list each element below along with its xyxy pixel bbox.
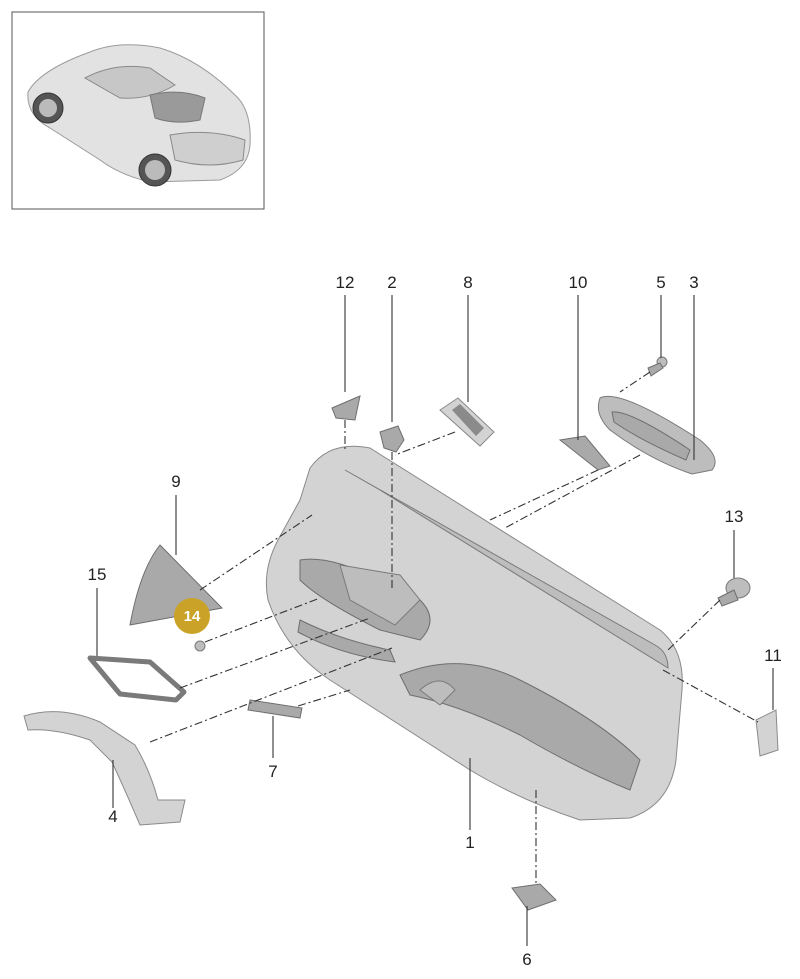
part-10-cover xyxy=(558,435,611,471)
callout-10: 10 xyxy=(569,273,588,292)
part-11-cap xyxy=(755,709,779,757)
part-4-grab-handle xyxy=(23,711,186,826)
callout-13: 13 xyxy=(725,507,744,526)
callout-15: 15 xyxy=(88,565,107,584)
callout-1: 1 xyxy=(465,833,474,852)
car-image xyxy=(27,44,251,187)
callouts: 12 2 8 10 5 3 9 13 15 11 7 4 1 6 xyxy=(88,273,782,969)
callout-3: 3 xyxy=(689,273,698,292)
callout-12: 12 xyxy=(336,273,355,292)
part-1-door-panel xyxy=(265,445,683,821)
part-15-frame xyxy=(87,655,187,703)
vehicle-thumbnail xyxy=(11,11,265,210)
callout-14-highlight[interactable]: 14 xyxy=(174,598,210,634)
callout-6: 6 xyxy=(522,950,531,969)
callout-5: 5 xyxy=(656,273,665,292)
assembly-lines xyxy=(149,371,759,886)
highlight-badge[interactable] xyxy=(174,598,210,634)
part-2-clip xyxy=(379,425,405,453)
callout-7: 7 xyxy=(268,762,277,781)
callout-11: 11 xyxy=(764,646,782,665)
part-12-trim xyxy=(331,395,361,421)
callout-4: 4 xyxy=(108,807,117,826)
part-8-bezel xyxy=(439,397,495,447)
part-13-plug xyxy=(717,577,751,607)
callout-9: 9 xyxy=(171,472,180,491)
callout-14[interactable]: 14 xyxy=(184,608,201,625)
part-5-screw xyxy=(647,356,668,377)
callout-2: 2 xyxy=(387,273,396,292)
callout-8: 8 xyxy=(463,273,472,292)
part-6-clip xyxy=(511,883,557,911)
part-7-strip xyxy=(247,699,303,719)
leader-lines xyxy=(96,295,774,946)
part-3-handle-bracket xyxy=(597,395,716,475)
part-14-clip xyxy=(194,640,206,652)
